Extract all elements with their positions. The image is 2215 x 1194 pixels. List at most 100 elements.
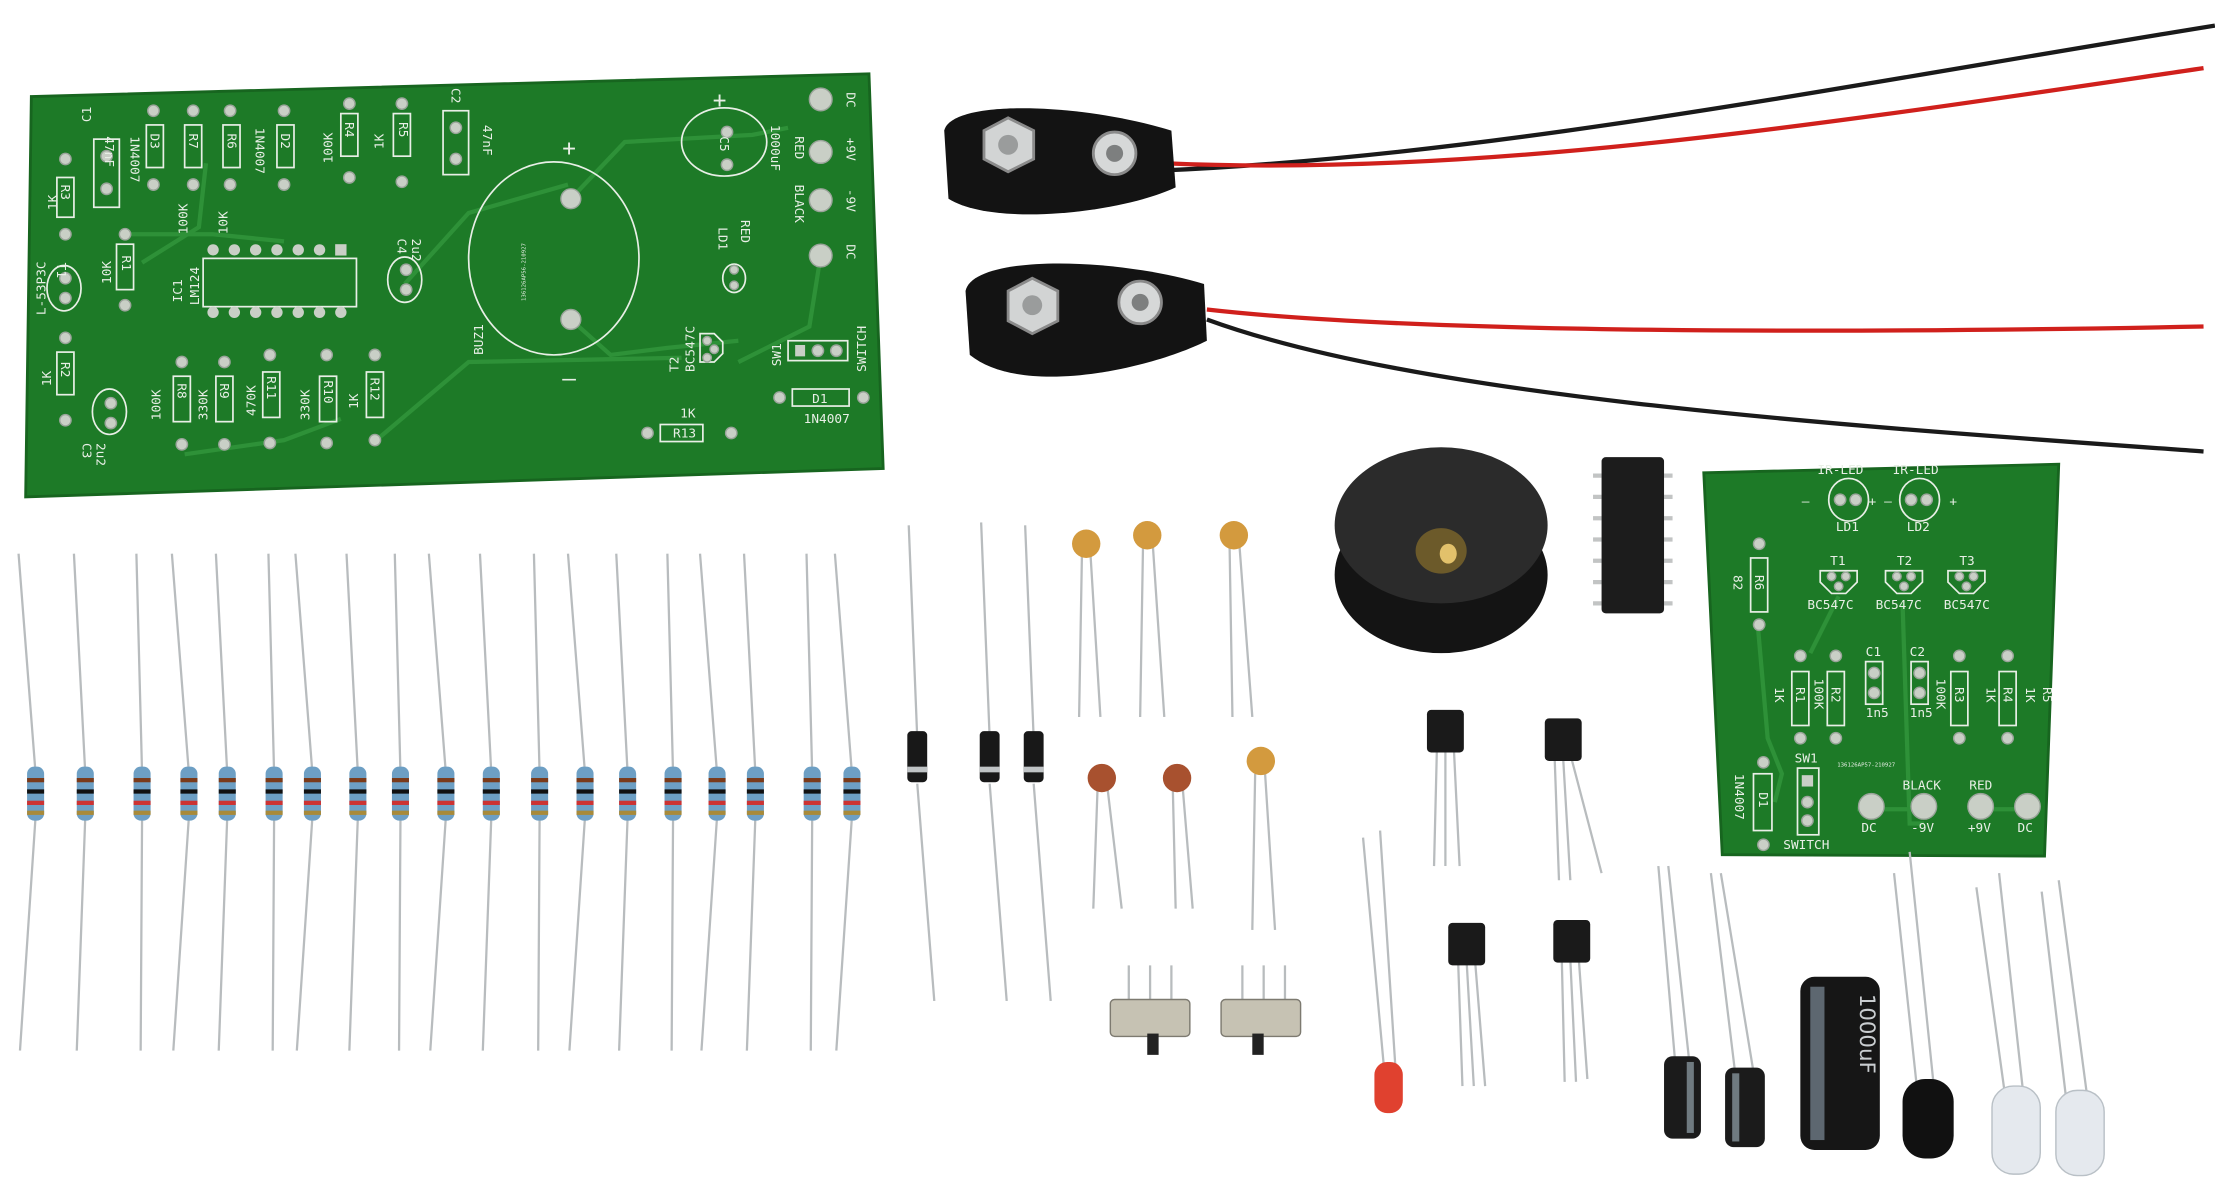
svg-text:C2: C2 — [1910, 645, 1925, 660]
svg-text:C1: C1 — [1866, 645, 1881, 660]
resistor — [133, 553, 151, 1051]
svg-text:+9V: +9V — [1968, 821, 1991, 836]
svg-text:BLACK: BLACK — [1903, 778, 1942, 793]
svg-text:RED: RED — [1969, 778, 1992, 793]
resistor — [833, 553, 861, 1051]
diode — [979, 522, 1008, 1002]
svg-text:R13: R13 — [673, 426, 696, 441]
svg-text:1K: 1K — [680, 406, 696, 421]
svg-text:1N4007: 1N4007 — [804, 412, 850, 427]
svg-text:136126AP57-210927: 136126AP57-210927 — [1837, 763, 1895, 769]
svg-text:100K: 100K — [321, 132, 336, 163]
svg-text:100K: 100K — [1811, 679, 1826, 710]
resistor — [294, 553, 321, 1051]
svg-text:R3: R3 — [57, 185, 72, 200]
transistor — [1553, 919, 1591, 1082]
svg-text:1K: 1K — [1982, 687, 1997, 703]
svg-text:+: + — [562, 136, 576, 162]
svg-text:IR-LED: IR-LED — [1893, 463, 1939, 478]
svg-text:T2: T2 — [1897, 554, 1912, 569]
svg-text:R6: R6 — [1751, 575, 1766, 590]
ceramic-capacitor — [1162, 763, 1194, 909]
svg-text:DC: DC — [1861, 821, 1876, 836]
resistor-row — [17, 522, 1052, 1051]
electrolytic-capacitor — [1709, 872, 1765, 1148]
svg-text:1K: 1K — [1771, 687, 1786, 703]
electrolytic-capacitor-1000uf: 1000uF — [1800, 976, 1880, 1150]
svg-text:1K: 1K — [372, 133, 387, 149]
transistor — [1544, 718, 1603, 881]
resistor — [742, 553, 764, 1051]
svg-text:T1: T1 — [53, 263, 68, 278]
svg-text:SWITCH: SWITCH — [1783, 838, 1829, 853]
piezo-buzzer — [1334, 447, 1548, 654]
svg-text:1K: 1K — [46, 194, 61, 210]
svg-text:1K: 1K — [40, 370, 55, 386]
svg-text:D1: D1 — [812, 392, 827, 407]
svg-text:100K: 100K — [1933, 679, 1948, 710]
svg-text:1N4007: 1N4007 — [252, 128, 267, 174]
svg-text:10K: 10K — [100, 261, 115, 284]
diode — [907, 525, 936, 1002]
svg-text:10K: 10K — [216, 211, 231, 234]
resistor — [478, 553, 500, 1051]
svg-text:C1: C1 — [80, 107, 95, 122]
svg-text:82: 82 — [1730, 575, 1745, 590]
resistor — [803, 553, 821, 1051]
battery-clip-top — [944, 23, 2215, 215]
svg-text:47nF: 47nF — [479, 125, 494, 156]
svg-text:T1: T1 — [1830, 554, 1845, 569]
svg-text:2u2: 2u2 — [93, 443, 108, 466]
svg-text:C2: C2 — [448, 88, 463, 103]
svg-text:R2: R2 — [1828, 687, 1843, 702]
svg-text:1000uF: 1000uF — [767, 125, 782, 171]
svg-text:BC547C: BC547C — [1807, 598, 1853, 613]
pad-dc-top — [808, 87, 833, 112]
resistor — [698, 553, 726, 1051]
svg-text:–: – — [562, 366, 576, 392]
pad-minus9v — [808, 188, 833, 213]
small-pcb: IR-LED IR-LED – + – + LD1 LD2 T1 T2 T3 B… — [1702, 462, 2061, 858]
ceramic-capacitor — [1246, 746, 1277, 931]
ceramic-capacitor — [1133, 521, 1166, 718]
ic-chip — [1593, 457, 1673, 614]
svg-text:IC1: IC1 — [171, 279, 186, 302]
resistor — [170, 553, 198, 1051]
svg-text:1K: 1K — [347, 393, 362, 409]
resistor — [531, 553, 549, 1051]
svg-text:R5: R5 — [2039, 687, 2054, 702]
board-serial: 136126AP56-210927 — [521, 243, 527, 301]
resistor — [615, 553, 637, 1051]
svg-text:BUZ1: BUZ1 — [472, 324, 487, 355]
svg-text:DC: DC — [842, 244, 857, 259]
svg-text:1K: 1K — [2022, 687, 2037, 703]
svg-text:+: + — [1868, 494, 1876, 509]
svg-text:R8: R8 — [174, 383, 189, 398]
svg-text:SWITCH: SWITCH — [855, 326, 870, 372]
resistor — [391, 553, 409, 1051]
black-phototransistor — [1892, 851, 1954, 1159]
svg-text:T3: T3 — [1959, 554, 1974, 569]
ceramic-capacitor — [1072, 529, 1102, 718]
resistor — [265, 553, 283, 1051]
svg-text:SW1: SW1 — [1795, 751, 1818, 766]
svg-text:LD1: LD1 — [1836, 520, 1859, 535]
resistor — [72, 553, 94, 1051]
svg-text:R4: R4 — [1999, 687, 2014, 703]
svg-text:BC547C: BC547C — [683, 326, 698, 372]
pad-dc-bottom — [808, 243, 833, 268]
svg-text:LD2: LD2 — [1907, 520, 1930, 535]
electrolytic-capacitor — [1657, 865, 1701, 1139]
svg-text:+9V: +9V — [842, 138, 857, 161]
svg-text:R6: R6 — [223, 133, 238, 148]
svg-text:DC: DC — [2018, 821, 2033, 836]
svg-text:D2: D2 — [277, 133, 292, 148]
svg-text:L-53P3C: L-53P3C — [35, 261, 50, 315]
svg-text:R1: R1 — [118, 256, 133, 271]
svg-text:BLACK: BLACK — [791, 185, 806, 224]
svg-text:C5: C5 — [716, 136, 731, 151]
svg-text:R3: R3 — [1951, 687, 1966, 702]
svg-text:T2: T2 — [668, 357, 683, 372]
svg-text:C4: C4 — [394, 239, 409, 255]
small-pcb-silkscreen: IR-LED IR-LED – + – + LD1 LD2 T1 T2 T3 B… — [1730, 463, 2055, 853]
